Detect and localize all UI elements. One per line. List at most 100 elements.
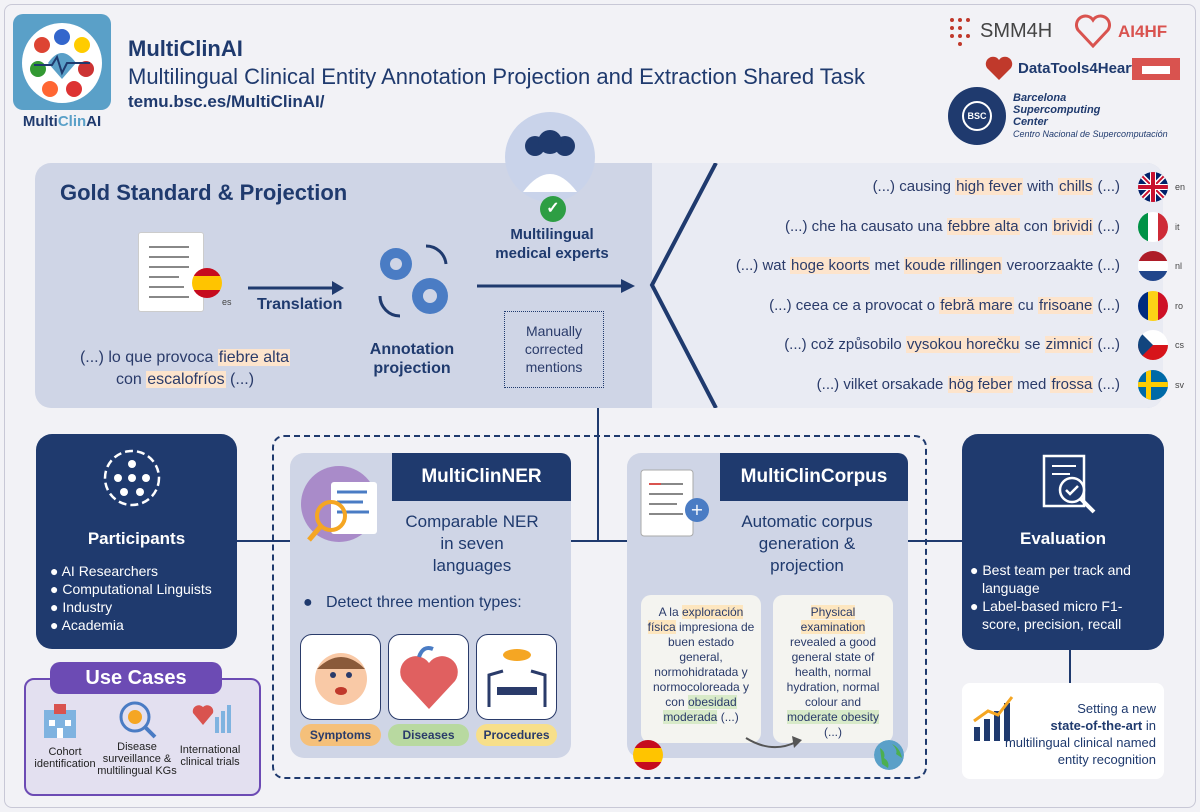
ner-bullet: ● Detect three mention types: xyxy=(303,594,522,611)
translation-label: Translation xyxy=(257,296,343,313)
spain-flag-icon xyxy=(633,740,663,770)
participant-item: ● Industry xyxy=(50,599,113,615)
participant-item: ● Academia xyxy=(50,617,124,633)
procedures-icon xyxy=(476,634,557,720)
it-flag-icon xyxy=(1138,211,1168,242)
sentence-row-ro: (...) ceea ce a provocat o febră mare cu… xyxy=(690,290,1186,323)
document-icon xyxy=(138,232,204,312)
participants-list: ● AI Researchers ● Computational Linguist… xyxy=(50,562,212,634)
sentence-text: (...) ceea ce a provocat o febră mare cu… xyxy=(769,296,1120,314)
sentence-row-sv: (...) vilket orsakade hög feber med fros… xyxy=(690,369,1186,402)
sentence-row-nl: (...) wat hoge koorts met koude rillinge… xyxy=(690,251,1186,283)
evaluation-item: ● Best team per track and language xyxy=(970,562,1131,596)
check-icon: ✓ xyxy=(540,196,566,222)
language-code: en xyxy=(1175,182,1186,192)
growth-chart-icon xyxy=(970,693,1016,748)
datatools-heart-icon xyxy=(985,56,1013,87)
use-cases-title: Use Cases xyxy=(50,662,222,694)
multiclinai-logo xyxy=(13,14,111,110)
heart-logo-icon xyxy=(1074,14,1112,53)
page-url[interactable]: temu.bsc.es/MultiClinAI/ xyxy=(128,92,325,111)
language-code: nl xyxy=(1175,261,1183,271)
sentence-row-it: (...) che ha causato una febbre alta con… xyxy=(690,211,1186,244)
ai4hf-logo: AI4HF xyxy=(1118,22,1168,41)
language-code: cs xyxy=(1175,340,1184,350)
heartbeat-icon xyxy=(30,29,94,97)
projected-sentences-panel xyxy=(652,163,1163,408)
globe-icon xyxy=(874,740,904,770)
sv-flag-icon xyxy=(1138,369,1168,400)
medical-experts-icon xyxy=(505,112,595,202)
gears-icon xyxy=(370,236,460,331)
multiclincorpus-title: MultiClinCorpus xyxy=(720,453,908,501)
diseases-icon xyxy=(388,634,469,720)
page-subtitle: Multilingual Clinical Entity Annotation … xyxy=(128,64,865,89)
network-people-icon xyxy=(102,448,162,513)
nl-flag-icon xyxy=(1138,251,1168,281)
evaluation-title: Evaluation xyxy=(1020,529,1106,548)
language-code: it xyxy=(1175,221,1180,232)
english-example: Physical examination revealed a good gen… xyxy=(773,595,893,743)
use-case-trials: International clinical trials xyxy=(179,744,241,768)
ner-doc-search-icon xyxy=(297,464,387,554)
report-search-icon xyxy=(1038,452,1100,521)
use-case-surveillance: Disease surveillance & multilingual KGs xyxy=(97,741,177,777)
sentence-text: (...) causing high fever with chills (..… xyxy=(872,178,1120,195)
language-code: sv xyxy=(1175,379,1184,390)
evaluation-card xyxy=(962,434,1164,650)
sentence-text: (...) vilket orsakade hög feber med fros… xyxy=(816,375,1120,393)
sentence-text: (...) che ha causato una febbre alta con… xyxy=(784,217,1120,235)
hospital-icon xyxy=(40,702,80,745)
logo-globe xyxy=(22,23,102,103)
spain-flag-icon xyxy=(192,268,222,298)
poster-frame xyxy=(4,4,1196,808)
multiclinner-title: MultiClinNER xyxy=(392,453,571,501)
en-flag-icon xyxy=(1138,172,1168,202)
symptoms-label: Symptoms xyxy=(300,724,381,746)
diseases-label: Diseases xyxy=(388,724,469,746)
symptoms-icon xyxy=(300,634,381,720)
sentence-text: (...) wat hoge koorts met koude rillinge… xyxy=(735,257,1120,274)
participants-title: Participants xyxy=(87,529,186,548)
procedures-label: Procedures xyxy=(476,724,557,746)
participant-item: ● Computational Linguists xyxy=(50,581,212,597)
chevron-divider xyxy=(649,163,718,408)
gold-standard-title: Gold Standard & Projection xyxy=(60,180,348,205)
evaluation-list: ● Best team per track and language● Labe… xyxy=(970,561,1156,633)
es-code: es xyxy=(222,297,232,307)
smm4h-logo: SMM4H xyxy=(980,20,1053,42)
arrow-translation xyxy=(248,281,344,295)
sentence-text: (...) což způsobilo vysokou horečku se z… xyxy=(784,336,1120,353)
smm4h-dots-icon xyxy=(948,16,970,46)
curved-arrow-icon xyxy=(745,736,802,749)
virus-search-icon xyxy=(115,697,159,746)
ro-flag-icon xyxy=(1138,290,1168,321)
page-title: MultiClinAI xyxy=(128,36,243,61)
datatools-logo: DataTools4Heart xyxy=(1018,60,1137,77)
participants-card xyxy=(36,434,237,649)
trial-chart-icon xyxy=(185,697,233,742)
arrow-to-sentences xyxy=(477,279,635,293)
evaluation-item: ● Label-based micro F1-score, precision,… xyxy=(970,598,1123,632)
sentence-row-cs: (...) což způsobilo vysokou horečku se z… xyxy=(690,330,1186,362)
corpus-doc-add-icon: + xyxy=(637,464,717,549)
cs-flag-icon xyxy=(1138,330,1168,360)
sentence-row-en: (...) causing high fever with chills (..… xyxy=(690,172,1186,204)
spanish-example: A la exploración física impresiona de bu… xyxy=(641,595,761,743)
logo-text: MultiClinAI xyxy=(22,113,102,130)
bracket-logo-icon xyxy=(1130,56,1182,82)
participant-item: ● AI Researchers xyxy=(50,563,159,579)
bsc-logo-icon: BSC xyxy=(948,87,1006,145)
use-case-cohort: Cohort identification xyxy=(34,746,96,770)
svg-text:+: + xyxy=(690,500,703,519)
language-code: ro xyxy=(1175,300,1184,311)
tracks-container xyxy=(272,435,927,779)
